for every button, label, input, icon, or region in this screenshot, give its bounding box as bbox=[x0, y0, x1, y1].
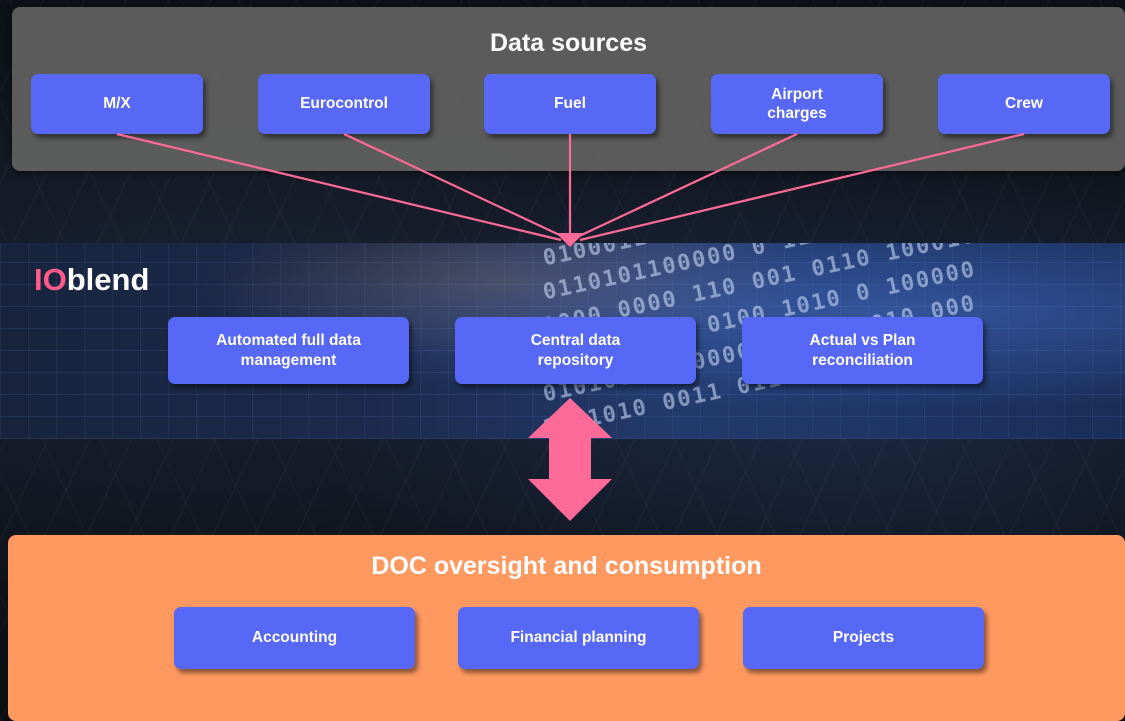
doc-label: Financial planning bbox=[510, 629, 647, 647]
feature-label: Actual vs Plan reconciliation bbox=[809, 332, 916, 369]
ioblend-logo: IOblend bbox=[34, 262, 149, 298]
connector-line-eurocontrol bbox=[343, 133, 567, 239]
source-label: Fuel bbox=[554, 95, 586, 113]
doc-box-accounting[interactable]: Accounting bbox=[174, 607, 415, 669]
source-box-crew[interactable]: Crew bbox=[938, 74, 1110, 134]
logo-suffix: blend bbox=[66, 262, 150, 297]
feature-box-reconciliation[interactable]: Actual vs Plan reconciliation bbox=[742, 317, 983, 384]
bidirectional-arrow-icon bbox=[528, 398, 612, 521]
feature-label: Automated full data management bbox=[216, 332, 361, 369]
connector-line-crew bbox=[579, 132, 1025, 242]
source-box-eurocontrol[interactable]: Eurocontrol bbox=[258, 74, 430, 134]
feature-label: Central data repository bbox=[530, 332, 621, 369]
connector-arrowhead bbox=[556, 233, 584, 247]
source-box-mx[interactable]: M/X bbox=[31, 74, 203, 134]
connector-line-airport-charges bbox=[574, 133, 798, 239]
feature-box-central-repository[interactable]: Central data repository bbox=[455, 317, 696, 384]
source-box-fuel[interactable]: Fuel bbox=[484, 74, 656, 134]
doc-box-projects[interactable]: Projects bbox=[743, 607, 984, 669]
connector-line-mx bbox=[116, 132, 562, 242]
feature-box-automated-data-management[interactable]: Automated full data management bbox=[168, 317, 409, 384]
source-label: Crew bbox=[1005, 95, 1043, 113]
doc-box-financial-planning[interactable]: Financial planning bbox=[458, 607, 699, 669]
source-label: Eurocontrol bbox=[300, 95, 388, 113]
doc-title: DOC oversight and consumption bbox=[371, 552, 762, 580]
source-box-airport-charges[interactable]: Airport charges bbox=[711, 74, 883, 134]
doc-label: Accounting bbox=[251, 629, 338, 647]
source-label: Airport charges bbox=[767, 85, 827, 122]
logo-prefix: IO bbox=[34, 262, 67, 297]
source-label: M/X bbox=[103, 95, 131, 113]
doc-label: Projects bbox=[832, 629, 895, 647]
data-sources-title: Data sources bbox=[489, 29, 648, 57]
